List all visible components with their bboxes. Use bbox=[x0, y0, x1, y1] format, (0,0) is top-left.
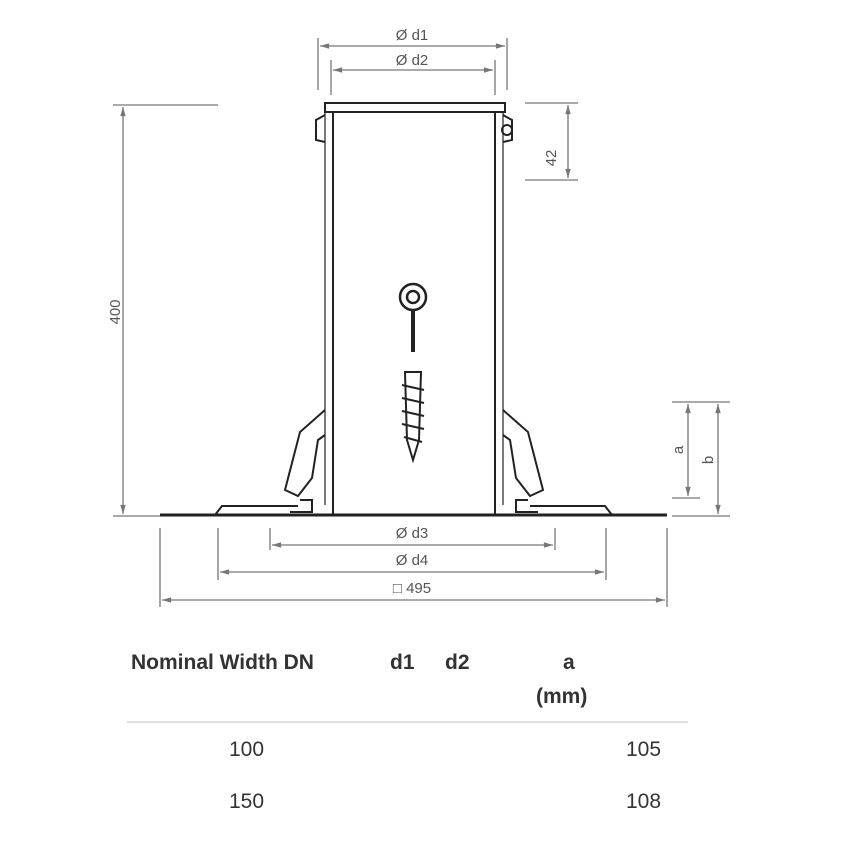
a-label: a bbox=[670, 445, 687, 454]
d1-label: Ø d1 bbox=[396, 27, 429, 44]
width-495-label: □ 495 bbox=[393, 580, 431, 597]
wall-plug-screw-icon bbox=[401, 371, 425, 464]
b-label: b bbox=[700, 456, 717, 464]
eye-bolt-icon bbox=[398, 282, 428, 352]
d4-label: Ø d4 bbox=[396, 552, 429, 569]
header-d1: d1 bbox=[390, 651, 415, 674]
row-2-dn: 150 bbox=[229, 790, 265, 813]
row-1-dn: 100 bbox=[229, 738, 265, 761]
row-1-a: 105 bbox=[626, 738, 662, 761]
row-2-a: 108 bbox=[626, 790, 662, 813]
pipe-body bbox=[160, 102, 667, 517]
header-nominal-width: Nominal Width DN bbox=[131, 651, 314, 674]
height-42-label: 42 bbox=[543, 150, 560, 167]
header-divider bbox=[127, 721, 688, 723]
technical-drawing: Ø d1 Ø d2 42 400 a b Ø d3 Ø d4 □ 495 bbox=[107, 27, 730, 607]
height-400-label: 400 bbox=[107, 299, 124, 324]
d3-label: Ø d3 bbox=[396, 525, 429, 542]
header-d2: d2 bbox=[445, 651, 470, 674]
header-a: a bbox=[563, 651, 575, 674]
header-unit: (mm) bbox=[536, 685, 588, 708]
d2-label: Ø d2 bbox=[396, 52, 429, 69]
